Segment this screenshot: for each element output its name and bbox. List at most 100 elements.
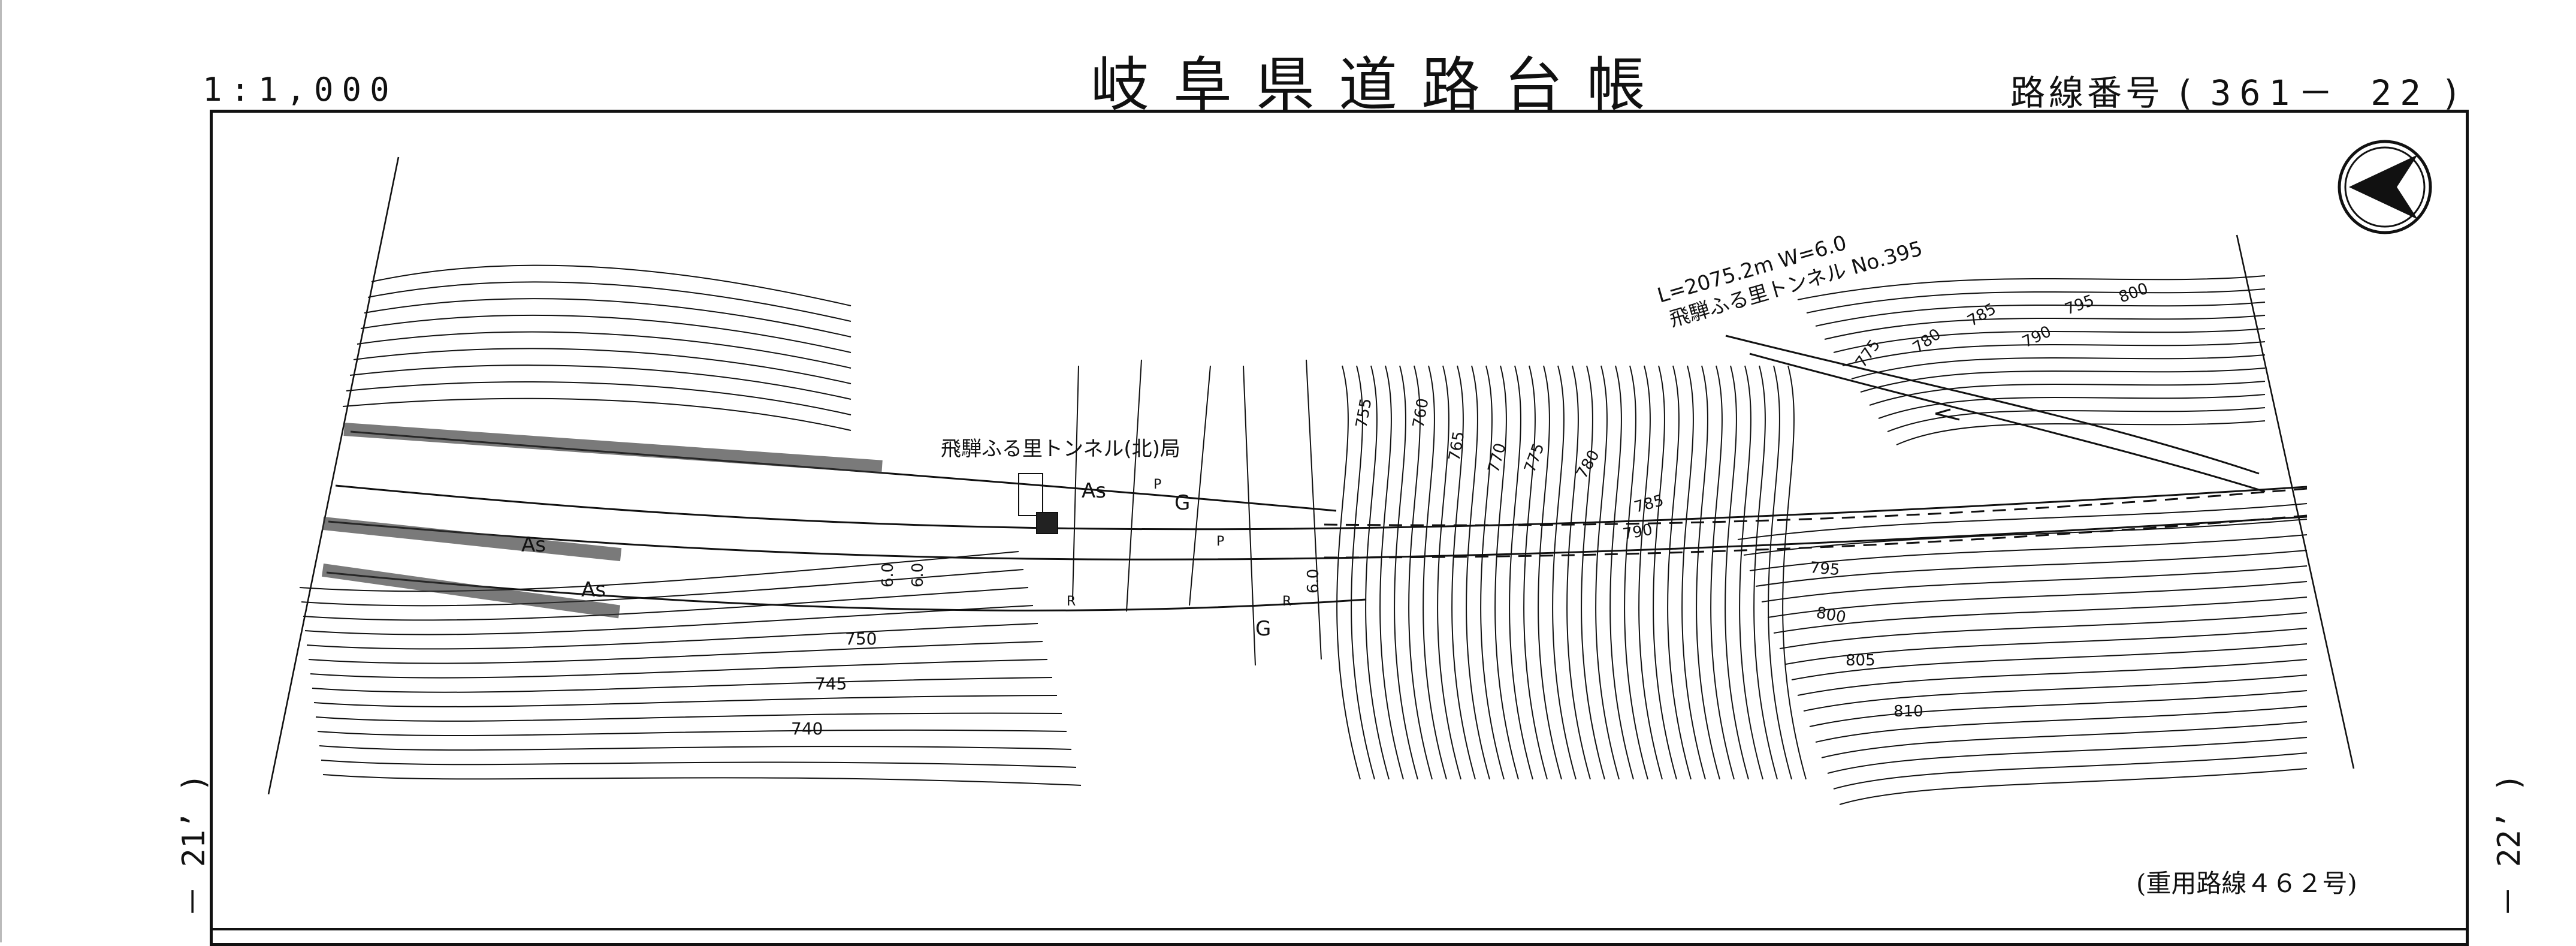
width-label: 6.0 <box>1304 569 1322 593</box>
contour-line <box>313 695 1058 707</box>
contour-line <box>357 331 851 369</box>
contour-line <box>364 298 851 338</box>
contour-line <box>1753 365 1778 780</box>
contour-line <box>1782 365 1807 780</box>
contour-line <box>299 551 1019 592</box>
contour-line <box>346 381 851 415</box>
contour-label: 785 <box>1965 300 2000 330</box>
surface-label: R <box>1282 594 1291 609</box>
contour-line <box>349 364 851 400</box>
contour-line <box>1566 365 1591 780</box>
overlap-route-note: (重用路線４６２号) <box>2136 869 2357 898</box>
contour-line <box>1696 365 1720 780</box>
contour-line <box>1509 365 1533 780</box>
contour-line <box>1494 365 1519 780</box>
contour-labels-south-west: 750 745 740 <box>791 629 877 739</box>
contour-line <box>1842 341 2266 366</box>
page-title: 岐阜県道路台帳 <box>1091 51 1670 119</box>
contour-label: 785 <box>1632 492 1666 517</box>
contour-lines <box>299 264 2308 805</box>
contour-line <box>1833 328 2266 353</box>
contour-line <box>1815 706 2308 743</box>
contour-label: 800 <box>2116 279 2151 306</box>
width-label: 6.0 <box>879 563 897 588</box>
contour-label: 755 <box>1352 397 1375 429</box>
route-close: ) <box>2444 73 2462 113</box>
contour-line <box>360 314 851 353</box>
width-label: 6.0 <box>909 563 927 588</box>
contour-line <box>1595 365 1620 780</box>
contour-line <box>1803 674 2308 712</box>
route-number: 路線番号 ( 361－ 22 ) <box>2010 65 2461 115</box>
contour-line <box>1824 315 2266 340</box>
contour-line <box>1785 628 2308 665</box>
contour-label: 800 <box>1815 604 1847 626</box>
contour-line <box>1869 381 2266 406</box>
contour-line <box>1725 365 1749 780</box>
contour-line <box>1379 365 1404 780</box>
contour-label: 775 <box>1521 441 1548 475</box>
contour-labels-north-east: 755 760 765 770 775 780 775 780 785 790 … <box>1352 279 2151 481</box>
page-edge <box>0 0 7 942</box>
contour-line <box>1768 365 1792 780</box>
contour-line <box>1791 643 2308 680</box>
contour-line <box>321 760 1077 768</box>
contour-line <box>367 281 851 322</box>
contour-line <box>1523 365 1548 780</box>
contour-line <box>1737 503 2308 540</box>
contour-line <box>1860 367 2266 393</box>
contour-line <box>371 264 851 306</box>
contour-line <box>1739 365 1763 780</box>
surface-label: As <box>521 533 546 557</box>
contour-line <box>1779 612 2308 649</box>
contour-line <box>1609 365 1634 780</box>
contour-line <box>1878 394 2266 419</box>
contour-line <box>1809 690 2308 727</box>
contour-line <box>353 348 851 384</box>
surface-label: P <box>1216 534 1224 549</box>
contour-line <box>1851 354 2266 379</box>
contour-line <box>304 605 1034 635</box>
contour-line <box>1797 659 2308 696</box>
contour-line <box>322 774 1082 786</box>
contour-line <box>1710 365 1735 780</box>
contour-line <box>1538 365 1562 780</box>
contour-label: 805 <box>1846 652 1876 670</box>
contour-label: 740 <box>791 719 823 739</box>
surface-label: P <box>1153 477 1161 492</box>
contour-line <box>1653 365 1677 780</box>
surface-label: As <box>1082 479 1106 503</box>
surface-label: As <box>581 578 606 602</box>
surface-label: G <box>1174 491 1190 515</box>
tunnel-outline <box>1324 487 2308 559</box>
contour-line <box>1365 365 1390 780</box>
contour-label: 810 <box>1894 703 1923 721</box>
contour-line <box>1466 365 1490 780</box>
contour-line <box>1833 752 2308 790</box>
right-sheet-ref: － 22’ ) <box>2492 773 2527 917</box>
contour-line <box>1624 365 1648 780</box>
map-boundary <box>267 156 2355 795</box>
left-sheet-ref: － 21’ ) <box>176 773 212 917</box>
contour-line <box>1821 721 2308 758</box>
contour-line <box>1351 365 1375 780</box>
route-open: ( <box>2178 73 2196 113</box>
contour-line <box>1827 737 2308 774</box>
contour-label: 780 <box>1573 447 1603 482</box>
contour-line <box>1480 365 1505 780</box>
contour-label: 795 <box>2062 291 2097 318</box>
contour-line <box>310 659 1048 679</box>
contour-line <box>312 677 1053 693</box>
contour-line <box>342 397 851 431</box>
contour-line <box>315 712 1062 722</box>
contour-line <box>1408 365 1433 780</box>
contour-line <box>1896 420 2266 445</box>
hatched-walls <box>321 423 883 619</box>
access-road <box>1725 335 2266 493</box>
contour-line <box>1749 534 2308 571</box>
contour-line <box>1336 365 1361 780</box>
contour-line <box>1743 519 2308 556</box>
surface-label: R <box>1067 594 1076 609</box>
contour-line <box>1638 365 1663 780</box>
contour-label: 770 <box>1485 441 1510 475</box>
